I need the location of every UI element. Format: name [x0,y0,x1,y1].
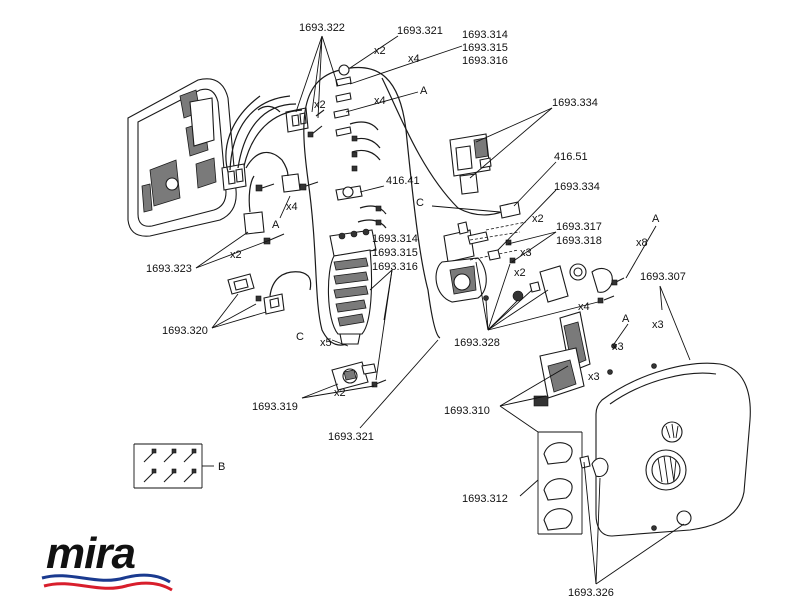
flow-valve-1693-319 [331,361,387,391]
label-416-41: 416.41 [386,175,420,187]
label-1693-307: 1693.307 [640,271,686,283]
cable-glands-1693-320 [227,271,312,315]
front-cover-1693-307 [595,362,751,537]
qty-x3-a: x3 [520,247,532,259]
inner-cover-1693-310 [533,311,617,407]
label-416-51: 416.51 [554,151,588,163]
qty-x2-c: x2 [230,249,242,261]
solenoid-valve-1693-334 [449,133,492,195]
pump-assembly [435,221,521,303]
label-1693-316-mid: 1693.316 [372,261,418,273]
qty-x4-d: x4 [578,301,590,313]
cable-loop-c [303,66,441,346]
cable-loop [245,151,289,177]
label-1693-310: 1693.310 [444,405,490,417]
ref-a-left: A [272,219,280,231]
screws-x2-lower [263,233,285,245]
terminal-block-left [221,163,247,191]
screw-kit-b [133,443,214,489]
logo-wordmark: mira [46,529,135,578]
mira-logo: mira [41,529,173,592]
label-1693-312: 1693.312 [462,493,508,505]
small-parts-1693-317 [483,239,541,302]
qty-x2-a: x2 [374,45,386,57]
ref-a-right: A [652,213,660,225]
logo-wave-blue [41,573,171,584]
label-1693-317: 1693.317 [556,221,602,233]
logo-wave-red [43,581,173,592]
screws-x4-left [255,181,319,192]
label-1693-323: 1693.323 [146,263,192,275]
ref-a-lower: A [622,313,630,325]
label-1693-322: 1693.322 [299,22,345,34]
cable-c-right [381,77,511,216]
terminal-clips [333,64,387,229]
ref-b: B [218,461,225,473]
cable-earth [257,105,281,113]
label-1693-326: 1693.326 [568,587,614,599]
label-1693-328: 1693.328 [454,337,500,349]
leader-lines [195,35,691,585]
label-1693-315-mid: 1693.315 [372,247,418,259]
qty-x2-e: x2 [514,267,526,279]
label-1693-320: 1693.320 [162,325,208,337]
knob-caps-1693-326 [579,455,609,478]
qty-x2-b: x2 [314,99,326,111]
qty-x5: x5 [320,337,332,349]
label-1693-316-top: 1693.316 [462,55,508,67]
label-1693-318: 1693.318 [556,235,602,247]
qty-x3-b: x3 [652,319,664,331]
label-1693-334-b: 1693.334 [554,181,600,193]
qty-x4-a: x4 [408,53,420,65]
label-1693-321-bot: 1693.321 [328,431,374,443]
label-1693-315-top: 1693.315 [462,42,508,54]
quantity-labels: x2 x4 x2 x4 x4 x2 x2 x3 x2 x8 x4 x3 x3 x… [230,45,664,399]
reference-letters: A A A A C C B [218,85,660,473]
qty-x2-d: x2 [532,213,544,225]
qty-x8: x8 [636,237,648,249]
label-1693-321-top: 1693.321 [397,25,443,37]
pressure-switch-416-51 [485,201,527,231]
screws-x2-top [307,109,325,138]
label-1693-314-mid: 1693.314 [372,233,418,245]
label-1693-319: 1693.319 [252,401,298,413]
backplate [127,78,237,237]
part-number-labels: 1693.322 1693.321 1693.314 1693.315 1693… [146,22,686,599]
label-1693-314-top: 1693.314 [462,29,508,41]
cable-down [248,175,255,213]
ref-a-top: A [420,85,428,97]
terminal-block-1693-322 [285,107,309,133]
knob-set-1693-312 [537,431,583,535]
ref-c-left: C [296,331,304,343]
qty-x4-b: x4 [374,95,386,107]
cable-bundle [225,95,303,173]
thermal-cutout-416-41 [335,185,363,201]
qty-x3-d: x3 [588,371,600,383]
qty-x4-c: x4 [286,201,298,213]
heater-tank [327,228,377,345]
ref-c-right: C [416,197,424,209]
outlet-elbow [539,263,625,304]
qty-x2-f: x2 [334,387,346,399]
label-1693-334-a: 1693.334 [552,97,598,109]
qty-x3-c: x3 [612,341,624,353]
